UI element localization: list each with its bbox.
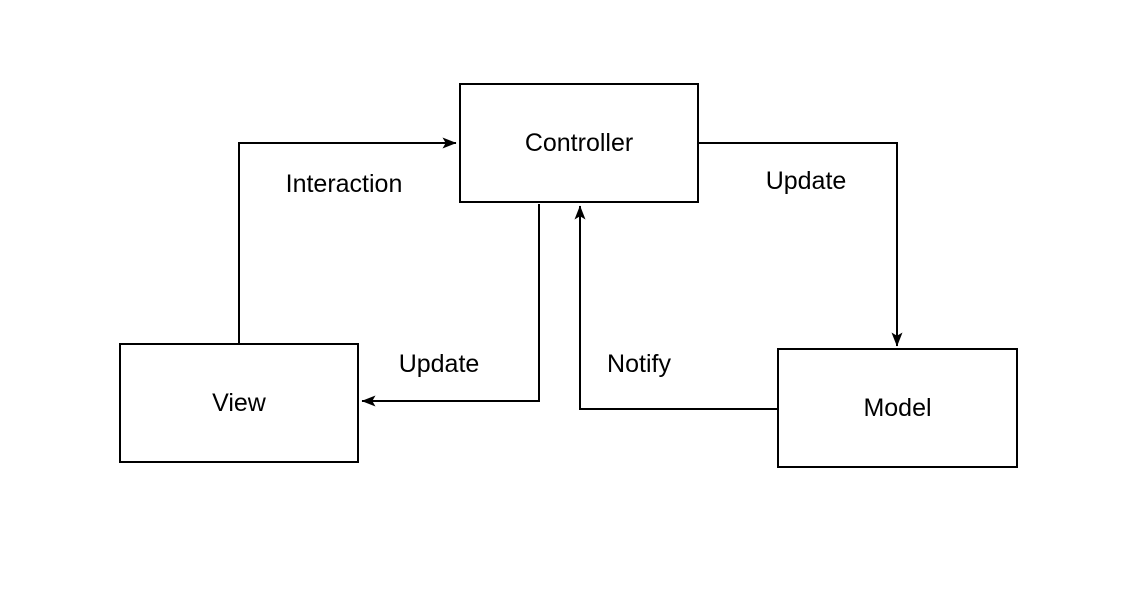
edge-controller-to-model[interactable] — [699, 142, 903, 347]
node-view-label: View — [212, 388, 266, 417]
edge-view-to-controller[interactable] — [238, 137, 457, 343]
node-controller[interactable]: Controller — [459, 83, 699, 203]
edge-controller-to-view[interactable] — [361, 204, 540, 407]
node-view[interactable]: View — [119, 343, 359, 463]
node-controller-label: Controller — [524, 128, 634, 157]
node-model-label: Model — [863, 393, 932, 422]
edge-model-to-controller[interactable] — [574, 205, 777, 410]
node-model[interactable]: Model — [777, 348, 1018, 468]
edge-label-notify: Notify — [605, 349, 673, 379]
edge-label-interaction: Interaction — [283, 169, 405, 199]
edge-label-update-to-model: Update — [763, 166, 849, 196]
edge-label-update-to-view: Update — [396, 349, 482, 379]
